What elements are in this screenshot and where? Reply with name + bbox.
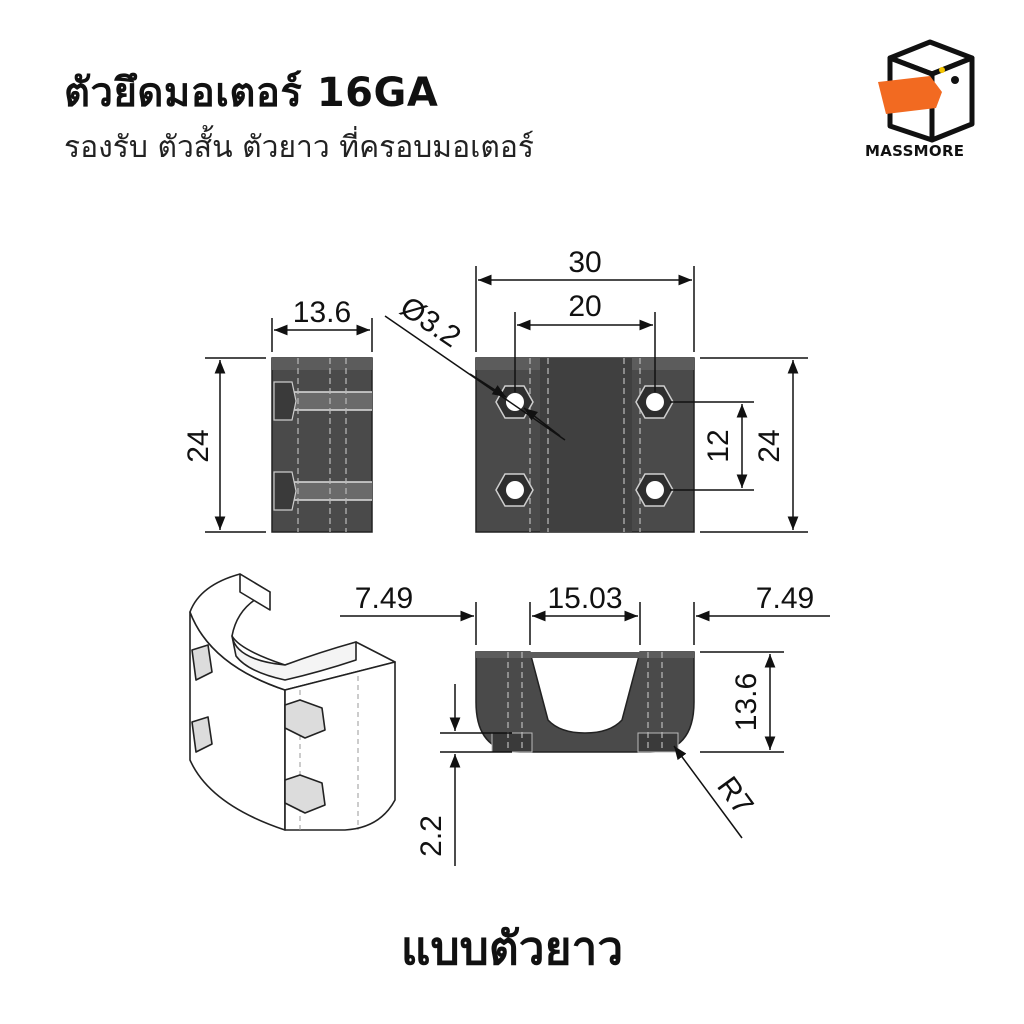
dim-bottom-radius: R7 xyxy=(710,771,759,821)
dim-bottom-height: 13.6 xyxy=(730,673,763,731)
page-title: ตัวยึดมอเตอร์ 16GA xyxy=(64,70,439,116)
dim-hole-spacing-v: 12 xyxy=(702,429,735,462)
dim-bottom-right: 7.49 xyxy=(756,582,814,615)
dim-front-width: 30 xyxy=(568,246,601,279)
dim-hole-diameter: Ø3.2 xyxy=(394,290,466,354)
dim-bottom-thickness: 2.2 xyxy=(415,815,448,857)
isometric-view xyxy=(189,573,396,831)
side-view xyxy=(271,357,373,533)
end-view xyxy=(475,651,695,753)
dim-side-height: 24 xyxy=(182,429,215,462)
duck-box-icon xyxy=(878,39,975,143)
dim-front-height: 24 xyxy=(753,429,786,462)
variant-label: แบบตัวยาว xyxy=(400,921,624,975)
page-subtitle: รองรับ ตัวสั้น ตัวยาว ที่ครอบมอเตอร์ xyxy=(64,130,534,165)
dim-bottom-left: 7.49 xyxy=(355,582,413,615)
dim-side-width: 13.6 xyxy=(293,296,351,329)
dim-bottom-middle: 15.03 xyxy=(547,582,622,615)
brand-name: MASSMORE xyxy=(865,142,965,160)
dim-hole-spacing-h: 20 xyxy=(568,290,601,323)
front-view xyxy=(475,357,695,533)
